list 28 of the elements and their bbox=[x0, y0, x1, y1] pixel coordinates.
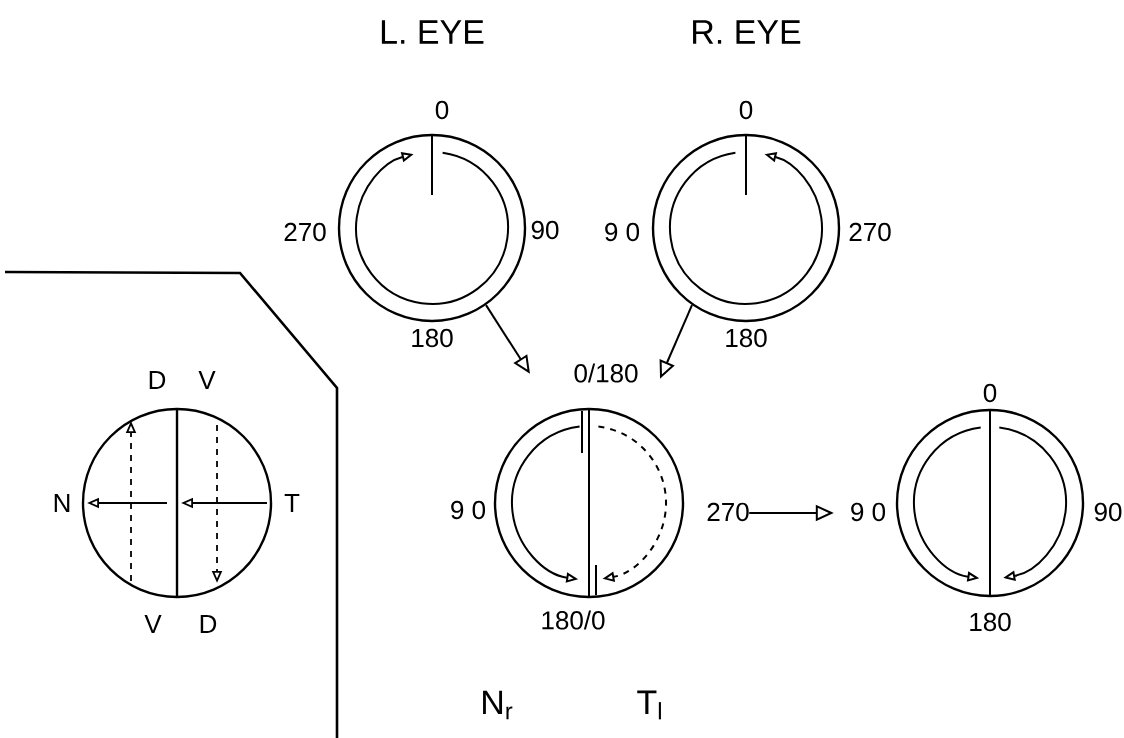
direction-letter: V bbox=[144, 615, 162, 633]
angle-label: 180 bbox=[970, 612, 1011, 632]
dial-drawing bbox=[895, 408, 1085, 598]
angle-label: 0 bbox=[983, 383, 997, 403]
direction-letter: D bbox=[149, 371, 166, 389]
dial-drawing bbox=[493, 407, 685, 599]
angle-label: 270 bbox=[849, 222, 891, 242]
direction-letter: N bbox=[54, 494, 70, 512]
angle-label: 180 bbox=[726, 328, 767, 348]
dial-drawing bbox=[337, 133, 527, 323]
angle-label: 0 bbox=[435, 100, 449, 120]
angle-label: 0 bbox=[739, 100, 753, 120]
angle-label: 270 bbox=[284, 222, 326, 242]
angle-label: 9 0 bbox=[451, 500, 486, 520]
angle-label: 90 bbox=[531, 220, 559, 240]
direction-letter: T bbox=[284, 494, 300, 512]
angle-label: 180 bbox=[412, 328, 453, 348]
angle-label: 270 bbox=[707, 502, 749, 522]
visual-field-drawing bbox=[81, 407, 273, 599]
angle-label: 180/0 bbox=[542, 610, 605, 630]
angle-label: 90 bbox=[1094, 502, 1122, 522]
angle-label: 0/180 bbox=[574, 363, 638, 383]
angle-label: 9 0 bbox=[605, 222, 640, 242]
field-label: T$_{l}$ bbox=[637, 690, 661, 720]
dial-drawing bbox=[651, 133, 841, 323]
angle-label: 9 0 bbox=[851, 502, 886, 522]
direction-letter: V bbox=[198, 371, 216, 389]
direction-letter: D bbox=[200, 615, 217, 633]
